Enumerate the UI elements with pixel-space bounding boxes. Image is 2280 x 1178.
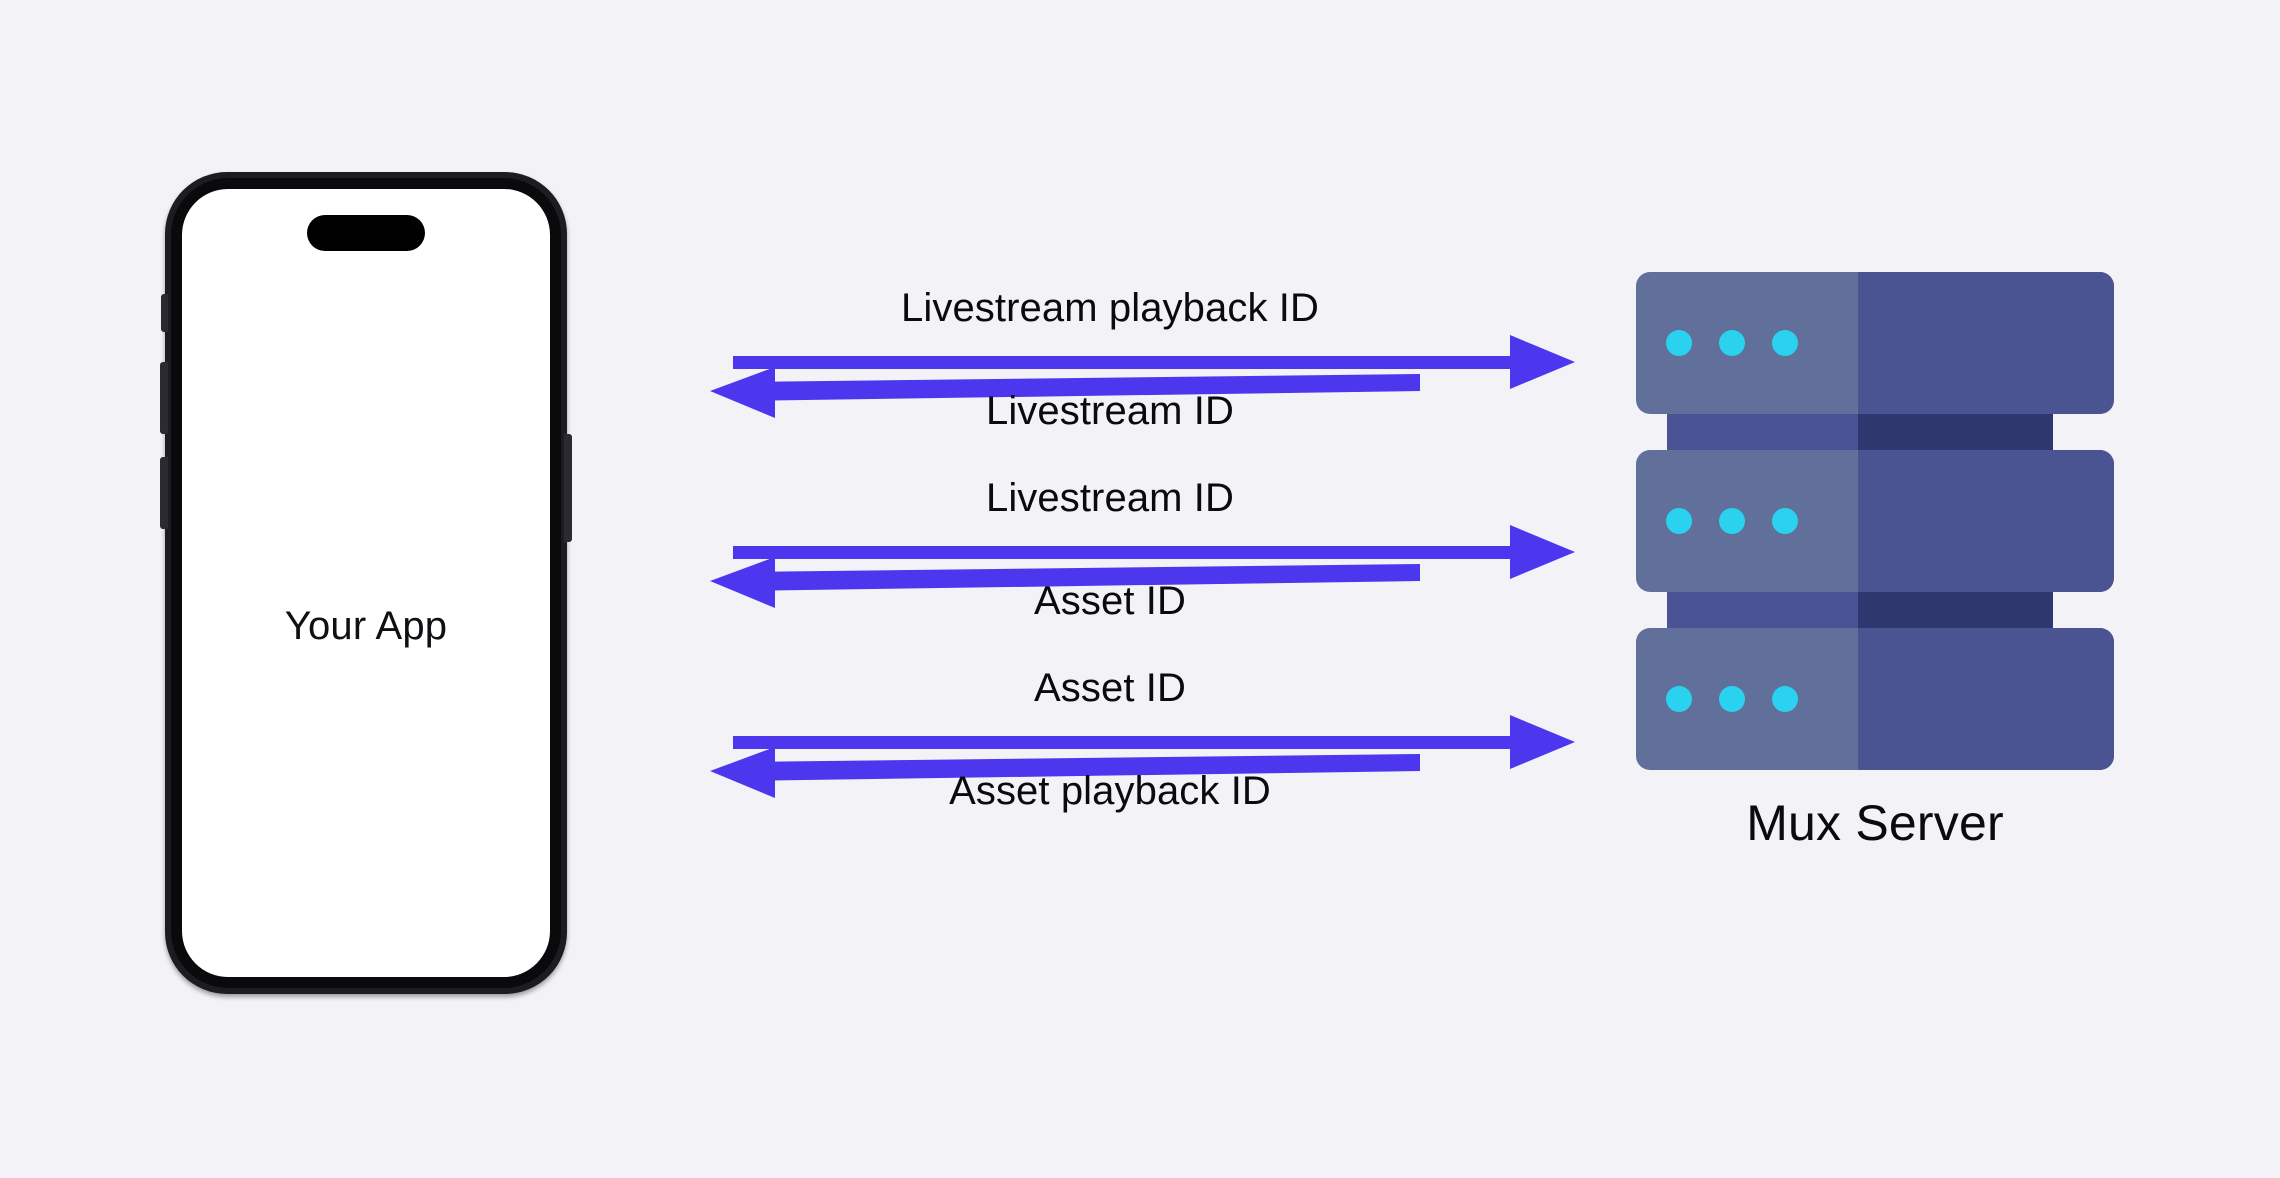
rack-unit-right-panel	[1858, 450, 2114, 592]
flow-response-label: Asset playback ID	[949, 769, 1271, 813]
phone-volume-up-button[interactable]	[160, 362, 168, 434]
rack-connector-left	[1667, 414, 1858, 450]
server-node: Mux Server	[1636, 272, 2114, 872]
status-light-dot	[1666, 686, 1692, 712]
phone-mockup: Your App	[160, 172, 572, 994]
rack-connector-right	[1858, 414, 2053, 450]
rack-connector-left	[1667, 592, 1858, 628]
arrow-right-request	[733, 525, 1575, 579]
status-light-dot	[1719, 686, 1745, 712]
rack-status-lights	[1666, 686, 1798, 712]
status-light-dot	[1719, 330, 1745, 356]
flow-exchange-3: Asset ID Asset playback ID	[620, 640, 1600, 830]
arrow-right-request	[733, 335, 1575, 389]
server-rack-unit	[1636, 272, 2114, 414]
server-rack-unit	[1636, 628, 2114, 770]
rack-unit-right-panel	[1858, 628, 2114, 770]
status-light-dot	[1719, 508, 1745, 534]
arrow-left-response	[710, 367, 1420, 418]
server-rack-stack	[1636, 272, 2114, 772]
arrow-right-request	[733, 715, 1575, 769]
your-app-label: Your App	[284, 604, 448, 648]
flow-arrows-group: Livestream playback ID Livestream ID Liv…	[620, 260, 1600, 830]
status-light-dot	[1772, 508, 1798, 534]
flow-request-label: Livestream playback ID	[901, 286, 1319, 330]
rack-connector-right	[1858, 592, 2053, 628]
status-light-dot	[1666, 508, 1692, 534]
status-light-dot	[1772, 330, 1798, 356]
rack-status-lights	[1666, 508, 1798, 534]
phone-silent-switch-button[interactable]	[161, 294, 168, 332]
flow-exchange-2: Livestream ID Asset ID	[620, 450, 1600, 640]
flow-request-label: Livestream ID	[985, 476, 1235, 520]
rack-unit-right-panel	[1858, 272, 2114, 414]
flow-exchange-1: Livestream playback ID Livestream ID	[620, 260, 1600, 450]
flow-response-label: Livestream ID	[985, 389, 1235, 433]
dynamic-island-notch	[307, 215, 425, 251]
phone-volume-down-button[interactable]	[160, 457, 168, 529]
flow-response-label: Asset ID	[1034, 579, 1186, 623]
flow-request-label: Asset ID	[1034, 666, 1186, 710]
rack-connector-bar	[1667, 414, 2053, 450]
status-light-dot	[1666, 330, 1692, 356]
server-caption-label: Mux Server	[1746, 795, 2004, 851]
phone-frame: Your App	[165, 172, 567, 994]
arrow-left-response	[710, 557, 1420, 608]
arrow-left-response	[710, 747, 1420, 798]
status-light-dot	[1772, 686, 1798, 712]
phone-screen: Your App	[182, 189, 550, 977]
phone-power-button[interactable]	[564, 434, 572, 542]
server-rack-unit	[1636, 450, 2114, 592]
rack-connector-bar	[1667, 592, 2053, 628]
rack-status-lights	[1666, 330, 1798, 356]
